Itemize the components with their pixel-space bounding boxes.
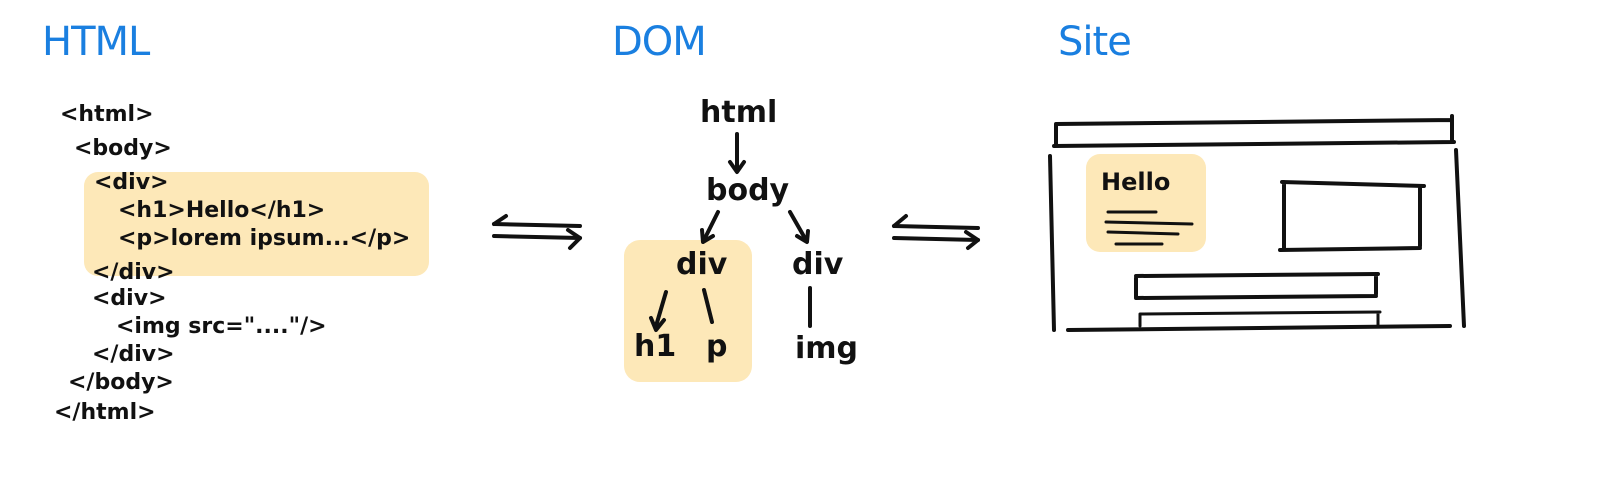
dom-node-div-right: div (792, 247, 844, 282)
code-line-div2-open: <div> (92, 286, 167, 311)
bottom-bar (1138, 310, 1382, 328)
dom-node-p: p (706, 329, 728, 364)
code-line-p: <p>lorem ipsum...</p> (118, 226, 411, 251)
code-line-html-close: </html> (54, 400, 156, 425)
image-box (1278, 180, 1426, 252)
code-line-div2-close: </div> (92, 342, 175, 367)
edge-divleft-p (702, 288, 714, 324)
dom-tree-edges (649, 132, 812, 332)
code-line-h1: <h1>Hello</h1> (118, 198, 326, 223)
code-line-body-open: <body> (74, 136, 172, 161)
arrowhead-body-divleft (700, 228, 715, 244)
html-code-panel: <html> <body> <div> <h1>Hello</h1> <p>lo… (0, 0, 600, 485)
code-line-body-close: </body> (68, 370, 174, 395)
left-right-harpoon-icon (892, 214, 980, 250)
dom-node-h1: h1 (634, 329, 677, 364)
edge-body-divleft (702, 210, 720, 242)
arrowhead-body-divright (795, 229, 810, 244)
dom-section-title: DOM (612, 19, 707, 65)
code-line-div-close: </div> (92, 260, 175, 285)
dom-node-img: img (795, 331, 859, 366)
code-highlight (84, 172, 429, 276)
arrowhead-html-body (728, 160, 746, 174)
text-lines (1104, 210, 1194, 246)
dom-node-body: body (706, 173, 790, 208)
left-right-harpoon-icon (492, 214, 582, 250)
code-line-div-open: <div> (94, 170, 169, 195)
edge-divleft-h1 (654, 290, 668, 328)
code-line-html-open: <html> (60, 102, 154, 127)
site-section-title: Site (1058, 19, 1132, 65)
site-wireframe (1048, 114, 1466, 332)
html-section-title: HTML (42, 19, 150, 65)
dom-highlight (624, 240, 752, 382)
site-hello-text: Hello (1101, 168, 1171, 196)
site-content-highlight (1086, 154, 1206, 252)
dom-node-div-left: div (676, 247, 728, 282)
browser-top-bar (1052, 114, 1456, 148)
footer-bar (1134, 272, 1380, 300)
arrowhead-divleft-h1 (649, 316, 666, 332)
browser-frame (1048, 148, 1466, 332)
code-line-img: <img src="...."/> (116, 314, 327, 339)
dom-node-html: html (700, 95, 778, 130)
edge-body-divright (788, 210, 808, 242)
